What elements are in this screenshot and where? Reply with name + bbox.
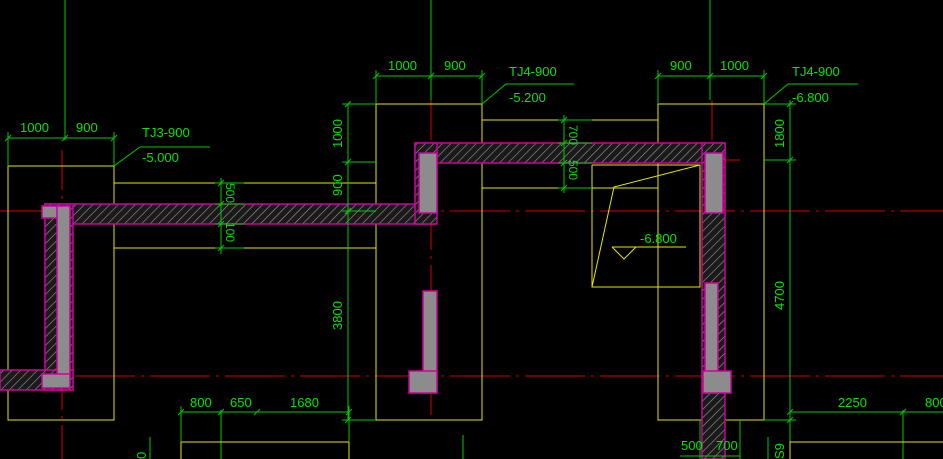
dim-bottom-1680: 1680 xyxy=(290,395,319,410)
elev-pit: -6.800 xyxy=(640,231,677,246)
column-mid-top xyxy=(418,152,438,214)
dim-bottom-650: 650 xyxy=(230,395,252,410)
column-left-base xyxy=(41,373,71,389)
elev-left: -5.000 xyxy=(142,150,179,165)
foundation-mid xyxy=(375,103,483,421)
dim-vert-900: 900 xyxy=(330,174,345,196)
dim-right-1000: 1000 xyxy=(720,58,749,73)
column-left-main xyxy=(56,205,71,377)
dim-vert-1800-right: 1800 xyxy=(772,119,787,148)
dim-vert-3800: 3800 xyxy=(330,301,345,330)
dim-vert-500-mid: 500 xyxy=(566,160,580,180)
column-right-top xyxy=(704,152,724,214)
edge-label-left: 0 xyxy=(134,452,149,459)
column-right-base xyxy=(702,370,732,394)
annotations: 1000 900 TJ3-900 -5.000 1000 900 TJ4-900… xyxy=(20,58,943,459)
tag-mid: TJ4-900 xyxy=(509,64,557,79)
edge-label-right: S9 xyxy=(772,443,787,459)
foundation-left xyxy=(7,165,115,421)
tag-right: TJ4-900 xyxy=(792,64,840,79)
dim-vert-4700-right: 4700 xyxy=(772,281,787,310)
dim-vert-500-left: 500 xyxy=(223,183,237,203)
columns xyxy=(41,152,732,394)
dim-mid-1000: 1000 xyxy=(388,58,417,73)
pit-outline xyxy=(591,164,701,288)
dim-vert-100-left: 100 xyxy=(223,222,237,242)
walls xyxy=(0,142,726,459)
dim-left-1000: 1000 xyxy=(20,120,49,135)
dim-bottom-800: 800 xyxy=(190,395,212,410)
foundation-bottom-right xyxy=(789,441,943,459)
dim-left-900: 900 xyxy=(76,120,98,135)
dim-right-900: 900 xyxy=(670,58,692,73)
elev-right: -6.800 xyxy=(792,90,829,105)
dim-bottom-2250: 2250 xyxy=(838,395,867,410)
elev-mid: -5.200 xyxy=(509,90,546,105)
dim-bottom-800-right: 800 xyxy=(925,395,943,410)
pit-leader xyxy=(591,164,701,288)
column-mid-base xyxy=(408,370,438,394)
dimension-lines xyxy=(4,70,943,459)
dim-mid-900: 900 xyxy=(444,58,466,73)
dim-vert-1000: 1000 xyxy=(330,119,345,148)
wall-left-horizontal xyxy=(44,203,436,225)
tag-left: TJ3-900 xyxy=(142,125,190,140)
axis-extensions xyxy=(64,0,904,459)
elevation-triangle xyxy=(611,246,638,260)
dim-bottom-500: 500 xyxy=(681,438,703,453)
dim-vert-700-mid: 700 xyxy=(566,125,580,145)
dim-bottom-700: 700 xyxy=(716,438,738,453)
foundation-bottom-left xyxy=(180,441,350,459)
